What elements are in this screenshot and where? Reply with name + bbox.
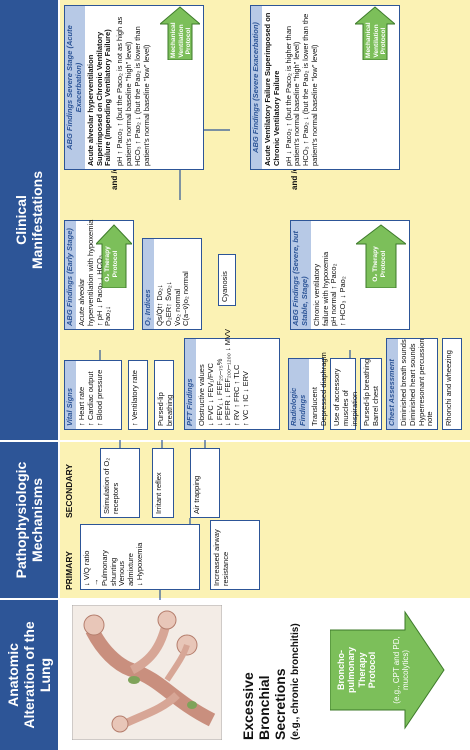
vital-signs-box: Vital Signs ↑ Heart rate ↑ Cardiac outpu… (64, 360, 122, 430)
bronchopulmonary-protocol-note: (e.g., CPT and PD, mucolytics) (392, 636, 411, 704)
bronchopulmonary-protocol-arrow (330, 610, 445, 730)
radiologic-findings-box: Radiologic Findings Translucent Depresse… (288, 352, 328, 430)
mechanical-ventilation-arrow-1 (160, 6, 200, 60)
mechanical-ventilation-label-2: Mechanical Ventilation Protocol (365, 22, 388, 58)
lung-illustration (72, 605, 222, 740)
excessive-secretions-subtitle: (e.g., chronic bronchitis) (290, 623, 301, 740)
bronchopulmonary-protocol-label: Broncho-pulmonary Therapy Protocol (336, 647, 378, 694)
band-clinical: Clinical Manifestations (0, 0, 58, 440)
o2-therapy-arrow-severe (356, 224, 406, 288)
o2-indices-box: O₂ Indices Q̇s/Q̇t↑ Do₂↓ O₂ER↑ S̄vo₂↓ V̇… (142, 238, 202, 330)
band-pathophysiologic: Pathophysiologic Mechanisms (0, 442, 58, 598)
mechanical-ventilation-label-1: Mechanical Ventilation Protocol (170, 22, 193, 58)
band-anatomic: Anatomic Alteration of the Lung (0, 600, 58, 750)
o2-therapy-label-severe: O₂ Therapy Protocol (372, 246, 387, 282)
mechanical-ventilation-arrow-2 (355, 6, 395, 60)
rhonchi-box: Rhonchi and wheezing (442, 338, 462, 430)
pursed-lip-box: Pursed-lip breathing (154, 360, 174, 430)
ventilatory-rate-box: ↑ Ventilatory rate (128, 360, 148, 430)
cyanosis-box: Cyanosis (218, 254, 236, 306)
accessory-muscles-box: Use of accessory muscles of inspiration (330, 358, 359, 430)
pursed-lip-barrel-box: Pursed-lip breathing Barrel chest (360, 358, 382, 430)
o2-therapy-label-early: O₂ Therapy Protocol (104, 246, 119, 282)
chest-assessment-box: Chest Assessment Diminished breath sound… (386, 338, 438, 430)
excessive-secretions-title: Excessive Bronchial Secretions (240, 668, 289, 740)
pft-findings-box: PFT Findings Obstructive values ↓ FVC ↓ … (184, 329, 280, 430)
o2-therapy-arrow-early (96, 224, 132, 288)
